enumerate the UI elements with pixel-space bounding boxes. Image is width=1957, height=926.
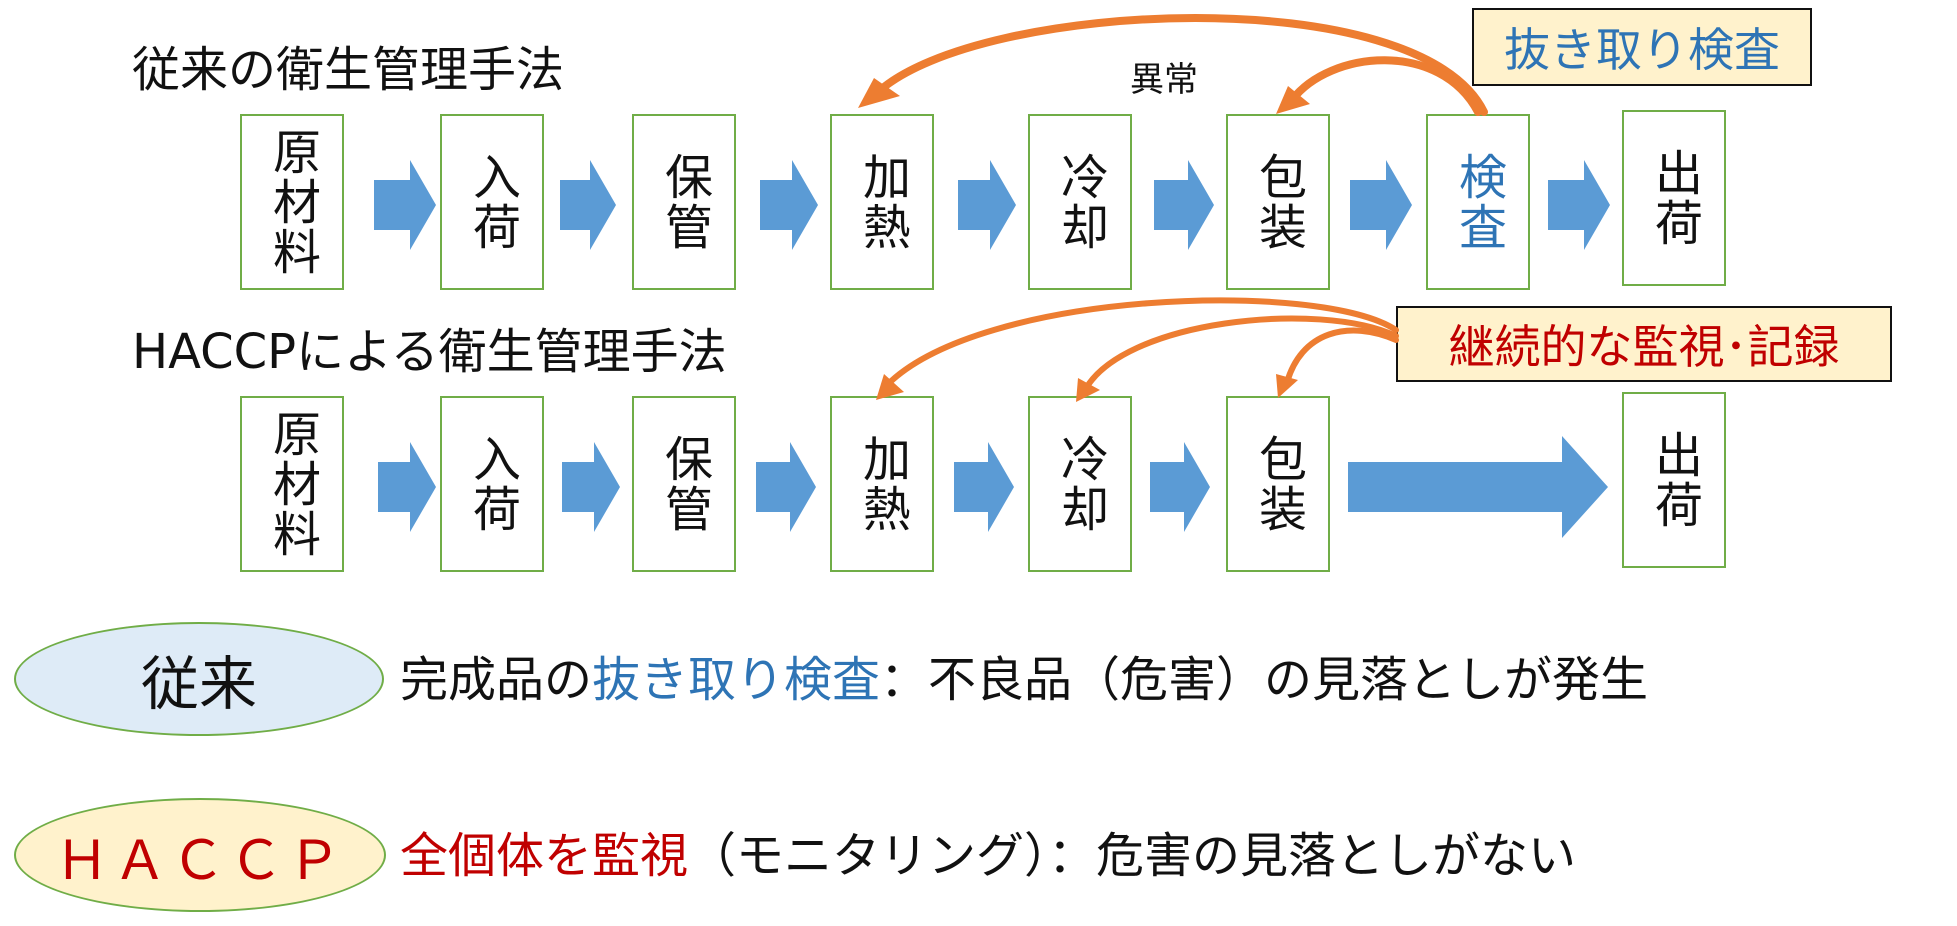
flow-arrow-icon	[958, 160, 1016, 250]
flow-arrow-icon	[1150, 442, 1210, 532]
trad-step-shipping: 出荷	[1622, 110, 1726, 286]
flow-arrow-icon	[760, 160, 818, 250]
trad-step-label: 包装	[1250, 152, 1306, 252]
trad-step-packaging: 包装	[1226, 114, 1330, 290]
traditional-summary-rest: ：不良品（危害）の見落としが発生	[880, 652, 1649, 708]
trad-step-storage: 保管	[632, 114, 736, 290]
flow-arrow-icon	[756, 442, 816, 532]
sampling-inspection-callout: 抜き取り検査	[1472, 8, 1812, 86]
arrowhead-icon	[1276, 374, 1298, 398]
haccp-badge-label: ＨＡＣＣＰ	[55, 828, 345, 892]
haccp-step-raw-materials: 原材料	[240, 396, 344, 572]
flow-arrow-icon	[378, 442, 436, 532]
haccp-badge: ＨＡＣＣＰ	[14, 798, 386, 912]
traditional-summary-highlight: 抜き取り検査	[592, 652, 881, 708]
trad-step-label: 検査	[1450, 152, 1506, 252]
haccp-step-label: 加熱	[854, 434, 910, 534]
trad-flow-arrows	[374, 160, 1610, 250]
flow-arrow-icon	[560, 160, 616, 250]
haccp-step-label: 原材料	[264, 409, 320, 559]
haccp-summary: 全個体を監視（モニタリング）：危害の見落としがない	[400, 832, 1576, 880]
trad-step-raw-materials: 原材料	[240, 114, 344, 290]
trad-step-label: 冷却	[1052, 152, 1108, 252]
long-flow-arrow-icon	[1348, 436, 1608, 538]
monitor-heating-arrow	[883, 297, 1399, 389]
flow-arrow-icon	[1154, 160, 1214, 250]
haccp-step-label: 出荷	[1646, 430, 1702, 530]
trad-step-label: 入荷	[464, 152, 520, 252]
flow-arrow-icon	[1548, 160, 1610, 250]
haccp-step-storage: 保管	[632, 396, 736, 572]
traditional-summary: 完成品の抜き取り検査：不良品（危害）の見落としが発生	[400, 656, 1648, 704]
haccp-step-label: 入荷	[464, 434, 520, 534]
feedback-to-heating-arrow	[874, 14, 1488, 116]
trad-step-label: 保管	[656, 152, 712, 252]
arrowhead-icon	[1276, 86, 1310, 114]
abnormal-label: 異常	[1130, 60, 1198, 100]
haccp-step-shipping: 出荷	[1622, 392, 1726, 568]
trad-step-cooling: 冷却	[1028, 114, 1132, 290]
haccp-step-label: 保管	[656, 434, 712, 534]
haccp-summary-rest: （モニタリング）：危害の見落としがない	[688, 828, 1577, 884]
arrowhead-icon	[1076, 378, 1100, 402]
trad-step-heating: 加熱	[830, 114, 934, 290]
traditional-badge: 従来	[14, 622, 384, 736]
haccp-step-cooling: 冷却	[1028, 396, 1132, 572]
flow-arrow-icon	[374, 160, 436, 250]
trad-step-label: 原材料	[264, 127, 320, 277]
flow-arrow-icon	[954, 442, 1014, 532]
haccp-feedback-arrows	[883, 297, 1399, 395]
arrowhead-icon	[858, 78, 900, 108]
haccp-title: HACCPによる衛生管理手法	[132, 324, 727, 380]
traditional-badge-label: 従来	[140, 650, 257, 718]
arrowhead-icon	[876, 374, 904, 400]
flow-arrow-icon	[1350, 160, 1412, 250]
haccp-flow-arrows	[378, 436, 1608, 538]
trad-step-label: 加熱	[854, 152, 910, 252]
trad-feedback-arrows	[874, 14, 1488, 116]
haccp-step-heating: 加熱	[830, 396, 934, 572]
haccp-step-packaging: 包装	[1226, 396, 1330, 572]
haccp-step-receiving: 入荷	[440, 396, 544, 572]
feedback-to-packaging-arrow	[1288, 56, 1482, 116]
flow-arrow-icon	[562, 442, 620, 532]
haccp-step-label: 冷却	[1052, 434, 1108, 534]
continuous-monitoring-callout: 継続的な監視･記録	[1396, 306, 1892, 382]
monitor-packaging-arrow	[1283, 327, 1399, 389]
trad-step-inspection: 検査	[1426, 114, 1530, 290]
trad-step-label: 出荷	[1646, 148, 1702, 248]
continuous-monitoring-label: 継続的な監視･記録	[1448, 320, 1840, 374]
trad-step-receiving: 入荷	[440, 114, 544, 290]
traditional-title: 従来の衛生管理手法	[132, 42, 565, 98]
haccp-step-label: 包装	[1250, 434, 1306, 534]
haccp-summary-highlight: 全個体を監視	[400, 828, 689, 884]
traditional-summary-prefix: 完成品の	[400, 652, 593, 708]
sampling-inspection-label: 抜き取り検査	[1504, 23, 1780, 77]
monitor-cooling-arrow	[1081, 315, 1399, 395]
